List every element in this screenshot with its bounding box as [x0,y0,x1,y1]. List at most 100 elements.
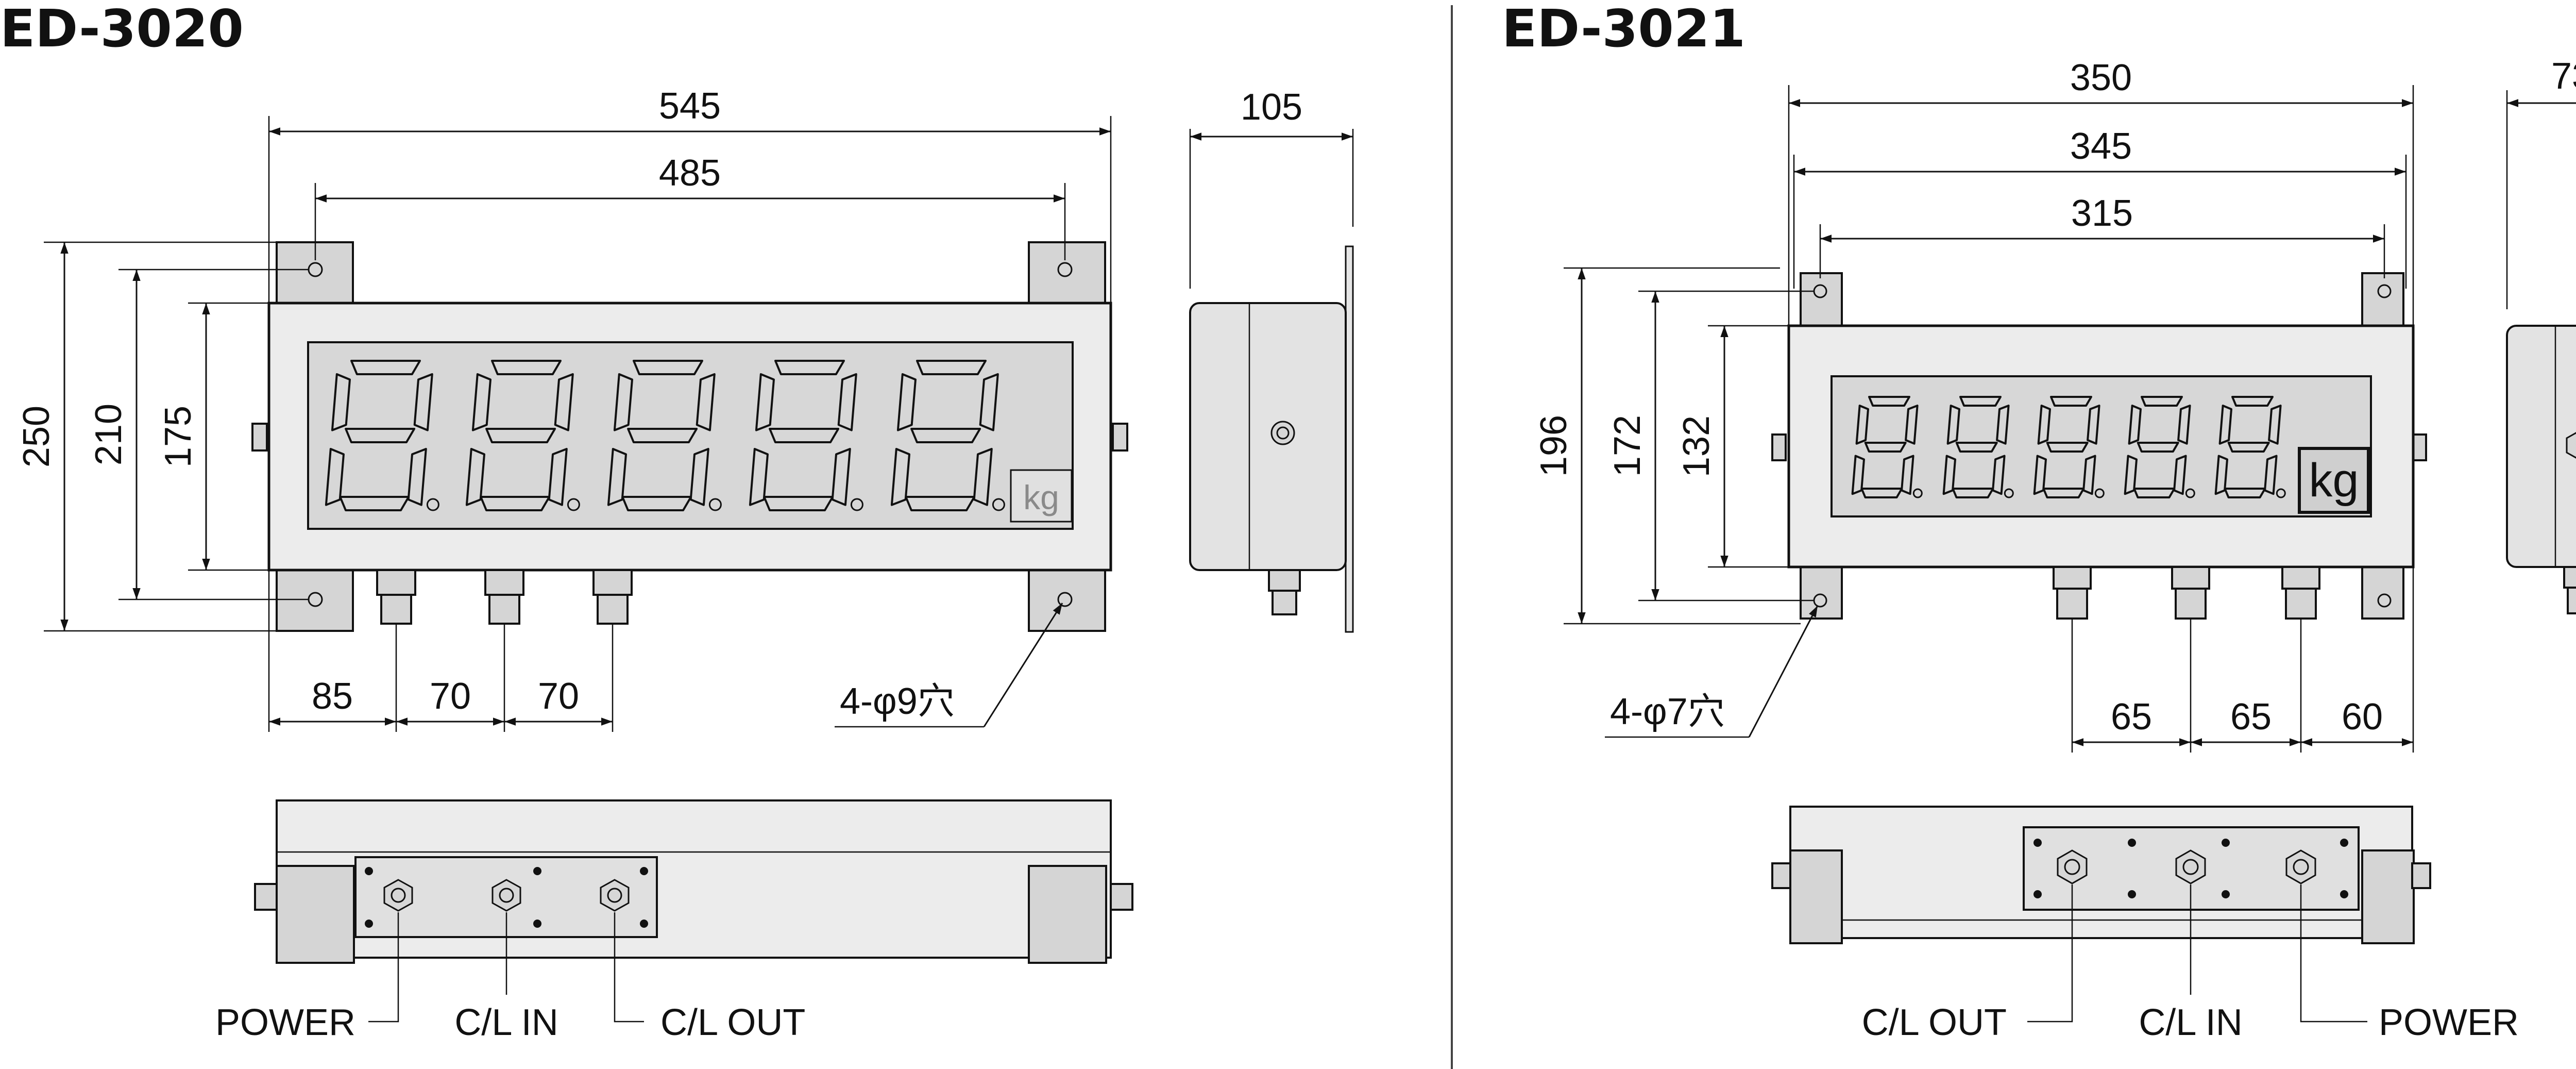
digit-segment [2214,455,2228,495]
digit-segment [627,428,698,443]
digit-segment [2137,442,2179,453]
decimal-point [2276,488,2286,498]
digit-segment [1855,405,1869,445]
digit-segment [905,496,976,511]
side-bolt [251,423,268,452]
digit [607,360,722,511]
digit-segment [345,428,416,443]
digit-segment [2268,405,2282,445]
cable-gland [1268,569,1301,592]
digit-segment [916,360,987,375]
mounting-hole [1813,593,1827,608]
mounting-hole [2377,284,2392,298]
digit-segment [1864,442,1907,453]
decimal-point [2004,488,2014,498]
mounting-hole [1813,284,1827,298]
decimal-point [850,498,863,511]
dimension-label: 250 [16,406,57,467]
digit-segment [1942,455,1956,495]
digit-segment [554,373,574,431]
digit-segment [465,448,485,506]
leader-line [1748,605,1819,738]
decimal-point [1912,488,1923,498]
digit-segment [755,373,775,431]
side-bolt [1112,423,1128,452]
digit-segment [2224,488,2266,498]
dimension-label: 65 [2111,696,2152,738]
dimension-label: 545 [659,86,721,127]
dimension-label: 175 [158,406,199,467]
digit-segment [325,448,345,506]
digit-segment [896,373,917,431]
dimension-label: 70 [538,676,579,717]
digit-segment [1901,455,1914,495]
digit-segment [491,360,562,375]
bolt-icon [1270,421,1295,445]
digit-segment [471,373,492,431]
side-housing [2506,325,2576,568]
dimension-label: 350 [2070,57,2132,98]
model-ed-3021: ED-3021 kg [1502,0,2576,1043]
model-ed-3020: ED-3020 kg [0,0,1354,1043]
mounting-hole [308,262,323,277]
dimension-label: 105 [1241,87,1302,128]
digit [1851,396,1923,498]
digit-segment [1860,488,1903,498]
digit-segment [1851,455,1865,495]
digit-segment [2050,396,2092,407]
digit-segment [2133,488,2176,498]
decimal-point [992,498,1005,511]
connector-power [383,879,413,912]
dimension-label: 60 [2342,696,2383,738]
connector-cl-in [492,879,521,912]
mounting-bracket [1800,272,1843,327]
digit-segment [2124,455,2138,495]
digit-segment [407,448,427,506]
digit-segment [480,496,551,511]
digit-segment [621,496,692,511]
digit-segment [689,448,709,506]
digit-segment [973,448,993,506]
mounting-bracket [1800,565,1843,620]
seven-segment-digits [325,360,1005,511]
front-view: kg [1771,272,2427,620]
decimal-point [2094,488,2105,498]
connector-power [2285,849,2316,884]
mounting-hole [2377,593,2392,608]
connector-label: POWER [2379,1002,2519,1043]
digit-segment [350,360,421,375]
digit-segment [774,360,845,375]
side-view: 105 [1189,87,1354,633]
digit-segment [607,448,627,506]
digit-segment [2227,442,2270,453]
connector-label: C/L IN [454,1002,558,1043]
bolt-icon [2566,432,2576,459]
bracket [2361,849,2415,944]
side-housing [1189,302,1347,571]
cable-gland [376,569,416,625]
cable-gland [484,569,524,625]
model-title: ED-3020 [0,0,244,59]
digit [2214,396,2286,498]
digit-segment [831,448,851,506]
digit-segment [2218,405,2232,445]
decimal-point [426,498,439,511]
digit-segment [1996,405,2010,445]
bracket [276,865,355,964]
digit-segment [2231,396,2274,407]
digit-segment [2082,455,2096,495]
mounting-bracket [2361,272,2404,327]
connector-label: POWER [215,1002,355,1043]
mounting-hole [1057,262,1073,277]
digit-segment [613,373,633,431]
decimal-point [2185,488,2195,498]
digit-segment [2177,405,2191,445]
digit [890,360,1005,511]
digit-segment [769,428,840,443]
digit-segment [1959,396,2002,407]
connector-cl-out [2057,849,2088,884]
bracket [1789,849,1843,944]
cable-gland [592,569,633,625]
digit-segment [1955,442,1998,453]
